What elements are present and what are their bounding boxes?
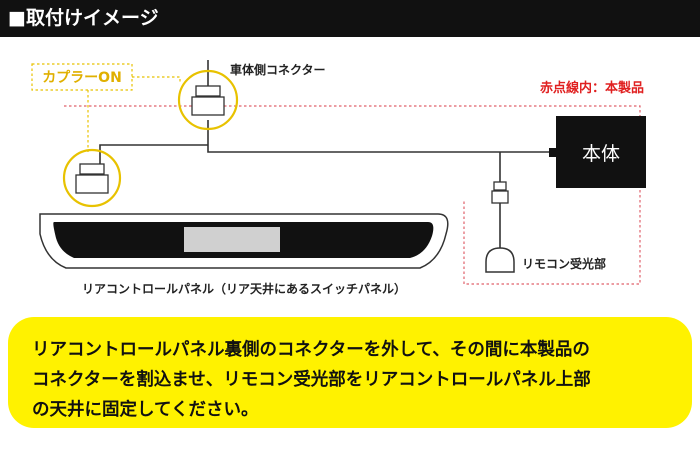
- main-unit-box: [556, 116, 646, 188]
- control-panel-display: [184, 227, 280, 252]
- panel-caption: リアコントロールパネル（リア天井にあるスイッチパネル）: [82, 281, 406, 296]
- receiver-connector-bottom: [491, 190, 509, 204]
- instruction-callout: リアコントロールパネル裏側のコネクターを外して、その間に本製品の コネクターを割…: [8, 317, 692, 428]
- coupler-leader-line-upper: [132, 76, 181, 82]
- panel-coupler-bottom: [75, 174, 109, 194]
- harness-cable-main: [207, 120, 554, 153]
- section-header: ■取付けイメージ: [0, 0, 700, 37]
- vehicle-connector-label: 車体側コネクター: [230, 62, 326, 77]
- receiver-connector-top: [493, 181, 507, 191]
- instruction-line: リアコントロールパネル裏側のコネクターを外して、その間に本製品の: [32, 340, 590, 360]
- vehicle-connector-bottom: [191, 96, 225, 116]
- vehicle-connector-top: [195, 85, 221, 97]
- panel-coupler-highlight: [62, 148, 122, 208]
- main-unit-label: 本体: [582, 143, 620, 165]
- harness-cable-panel: [99, 144, 208, 165]
- panel-coupler-top: [79, 163, 105, 175]
- product-note: 赤点線内：本製品: [540, 80, 644, 96]
- coupler-label: カプラーON: [42, 70, 122, 86]
- instruction-line: の天井に固定してください。: [32, 400, 259, 420]
- coupler-label-box: [31, 63, 133, 91]
- installation-diagram: カプラーON 車体側コネクター 赤点線内：本製品 本体 リモコン受光部 リアコン…: [31, 60, 646, 296]
- main-unit-plug: [549, 148, 557, 157]
- remote-receiver-label: リモコン受光部: [522, 256, 606, 271]
- vehicle-connector-highlight: [177, 69, 239, 131]
- instruction-line: コネクターを割込ませ、リモコン受光部をリアコントロールパネル上部: [32, 370, 591, 390]
- remote-receiver-dome: [485, 247, 515, 273]
